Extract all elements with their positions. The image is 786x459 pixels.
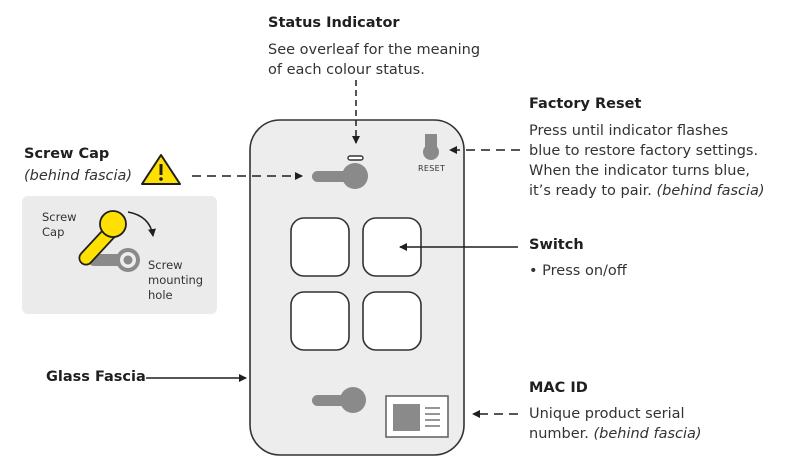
mac-id-desc-2: number. (behind fascia) — [529, 424, 702, 444]
mac-id-desc-2-text: number. — [529, 426, 589, 442]
bullet-dot: • — [529, 263, 543, 279]
mac-id-desc-1: Unique product serial — [529, 406, 685, 422]
factory-reset-desc-3: When the indicator turns blue, — [529, 163, 750, 179]
rotate-arrow-icon — [127, 211, 156, 237]
mac-id-behind-fascia: (behind fascia) — [593, 426, 702, 442]
factory-reset-behind-fascia: (behind fascia) — [656, 183, 765, 199]
switch-title: Switch — [529, 237, 584, 253]
inset-hole-label: Screw mounting hole — [148, 258, 203, 303]
inset-cap-label: Screw Cap — [42, 210, 77, 240]
status-indicator-led — [347, 155, 364, 161]
warning-icon — [141, 154, 181, 185]
mac-id-title: MAC ID — [529, 380, 588, 396]
factory-reset-desc-2: blue to restore factory settings. — [529, 143, 759, 159]
screw-cap-title: Screw Cap — [24, 146, 110, 162]
reset-button-icon — [423, 134, 439, 160]
status-indicator-title: Status Indicator — [268, 15, 400, 31]
inset-cap-label-1: Screw — [42, 210, 77, 224]
factory-reset-desc-4-text: it’s ready to pair. — [529, 183, 652, 199]
screw-cap-subtitle: (behind fascia) — [24, 168, 133, 184]
reset-button-label: RESET — [418, 164, 446, 173]
switch-button-bottom-right — [362, 291, 422, 351]
status-indicator-desc-2: of each colour status. — [268, 62, 425, 78]
factory-reset-title: Factory Reset — [529, 96, 642, 112]
inset-hole-label-1: Screw — [148, 258, 183, 272]
screw-hole-icon — [88, 248, 140, 272]
mac-label-icon — [385, 395, 449, 438]
inset-hole-label-3: hole — [148, 288, 173, 302]
inset-hole-label-2: mounting — [148, 273, 204, 287]
top-screw-key-icon — [312, 163, 368, 189]
switch-button-top-left — [290, 217, 350, 277]
glass-fascia-title: Glass Fascia — [46, 369, 146, 385]
factory-reset-desc-1: Press until indicator flashes — [529, 123, 729, 139]
switch-button-bottom-left — [290, 291, 350, 351]
bottom-screw-key-icon — [312, 387, 366, 413]
screw-key-icon — [78, 210, 127, 266]
inset-cap-label-2: Cap — [42, 225, 65, 239]
factory-reset-desc-4: it’s ready to pair. (behind fascia) — [529, 181, 765, 201]
switch-bullet-text: Press on/off — [542, 263, 627, 279]
switch-bullet: • Press on/off — [529, 261, 627, 281]
device-body — [249, 119, 465, 456]
status-indicator-desc-1: See overleaf for the meaning — [268, 42, 481, 58]
